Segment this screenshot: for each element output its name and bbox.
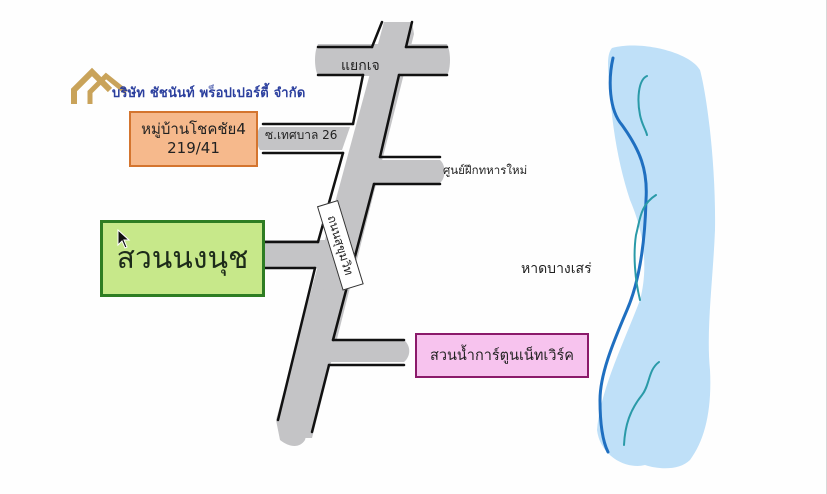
- nong-nooch-label: สวนนงนุช: [116, 241, 249, 276]
- village-number: 219/41: [167, 139, 220, 157]
- house-roof-logo-icon: [71, 67, 128, 104]
- water-park-box: สวนน้ำการ์ตูนเน็ทเวิร์ค: [415, 333, 589, 378]
- village-name: หมู่บ้านโชคชัย4: [141, 120, 246, 138]
- junction-label: แยกเจ: [341, 58, 380, 74]
- water-park-label: สวนน้ำการ์ตูนเน็ทเวิร์ค: [429, 348, 574, 364]
- roads: [257, 22, 450, 446]
- nong-nooch-box: สวนนงนุช: [100, 220, 265, 297]
- beach-label: หาดบางเสร่: [521, 261, 592, 277]
- village-box: หมู่บ้านโชคชัย4 219/41: [129, 111, 258, 167]
- company-name: บริษัท ชัชนันท์ พร็อปเปอร์ตี้ จำกัด: [112, 86, 306, 101]
- sea-area: [597, 45, 716, 469]
- soi-label: ซ.เทศบาล 26: [265, 128, 338, 142]
- training-camp-label: ศูนย์ฝึกทหารใหม่: [443, 163, 528, 177]
- mouse-pointer-icon: [117, 229, 131, 249]
